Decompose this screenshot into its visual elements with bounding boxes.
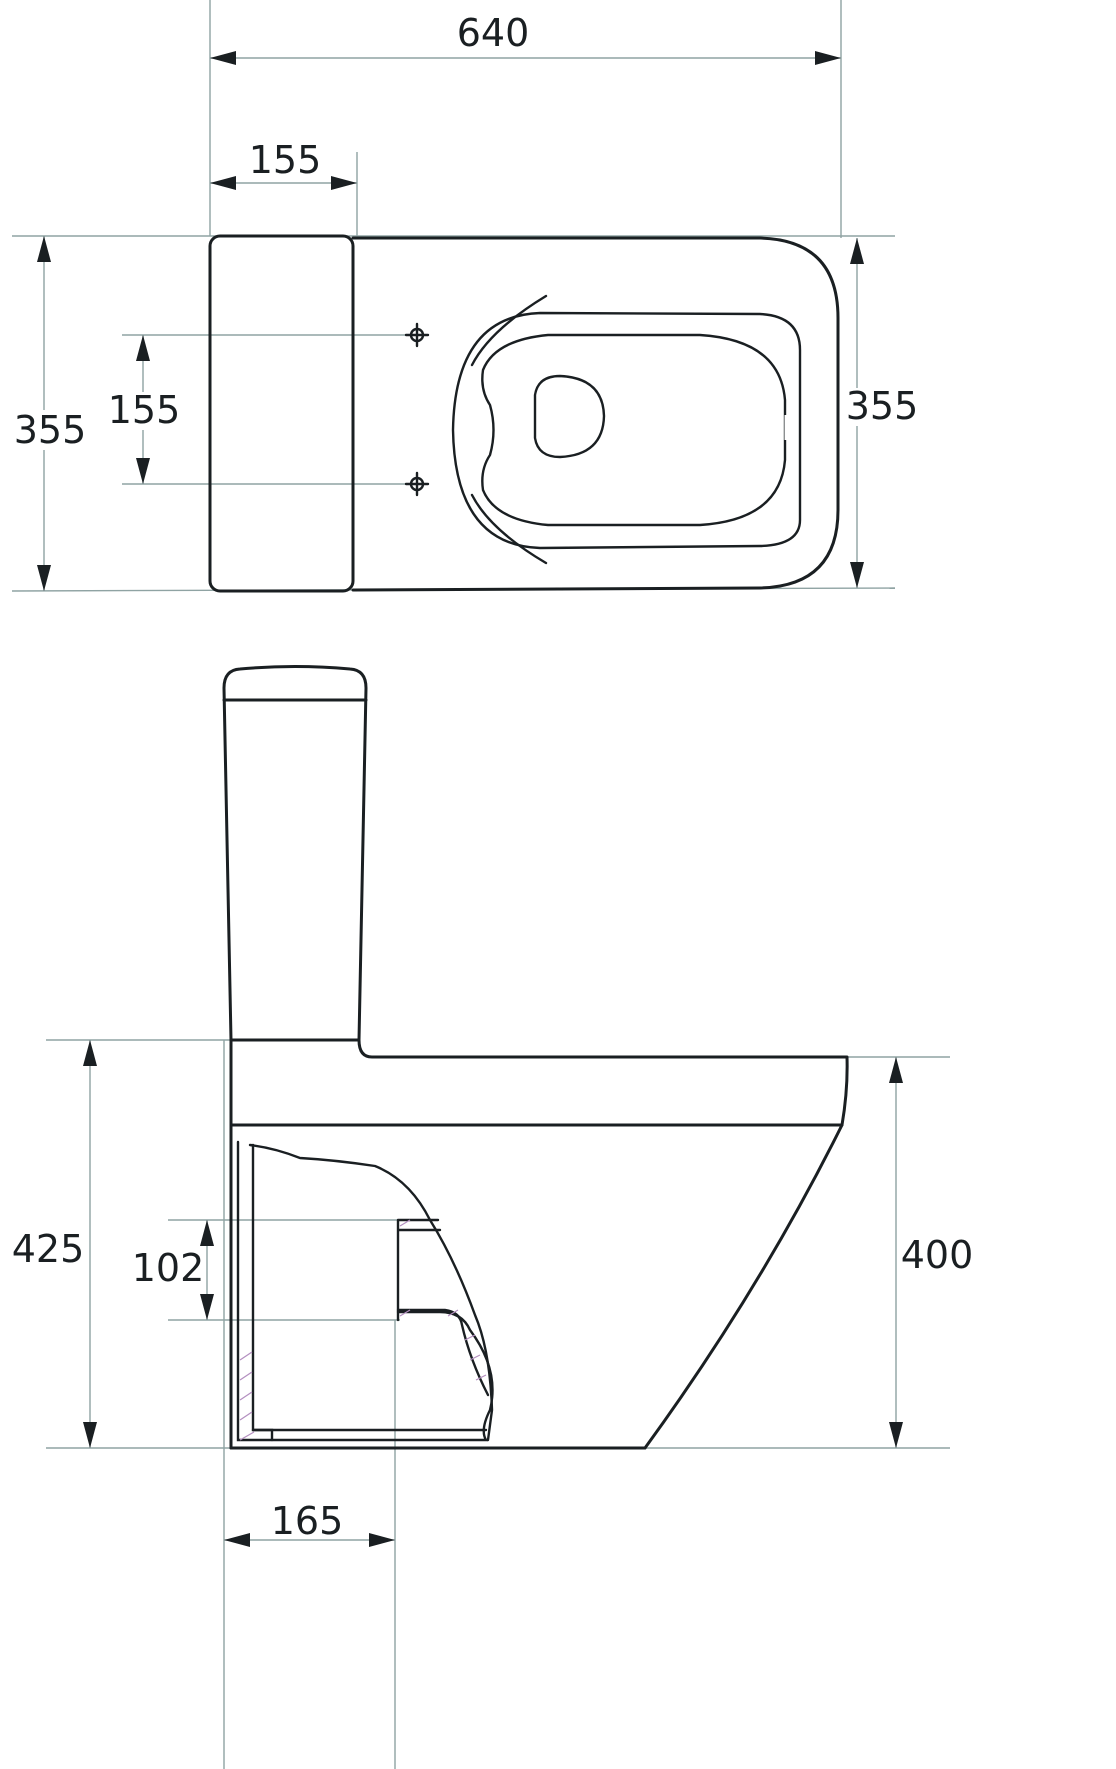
dimension-102: 102	[132, 1220, 214, 1320]
dimension-label: 425	[12, 1227, 85, 1271]
seat-outer-outline	[451, 311, 802, 550]
cistern-side-outline	[222, 665, 368, 1042]
dimension-155-holes: 155	[108, 335, 181, 484]
dimension-label: 102	[132, 1246, 205, 1290]
dimension-640: 640	[210, 11, 841, 65]
side-view: 425 102 400 165	[12, 665, 973, 1769]
fixing-hole-icon	[404, 471, 430, 497]
dimension-label: 155	[249, 138, 322, 182]
seat-inner-outline	[481, 333, 787, 527]
pan-side-outline	[229, 1038, 849, 1450]
dimension-355-left: 355	[12, 236, 86, 591]
dimension-400: 400	[889, 1057, 973, 1448]
dimension-label: 640	[457, 11, 530, 55]
section-hatch	[239, 1219, 487, 1441]
cistern-top-outline	[208, 234, 355, 593]
dimension-155-tank: 155	[210, 138, 357, 190]
dimension-label: 355	[846, 384, 919, 428]
dimension-355-right: 355	[846, 238, 919, 588]
dimension-label: 355	[14, 408, 87, 452]
top-view: 640 155 355 155	[11, 0, 919, 593]
dimension-165: 165	[224, 1499, 395, 1547]
pan-top-outline	[351, 236, 840, 592]
dimension-label: 155	[108, 388, 181, 432]
dimension-label: 165	[271, 1499, 344, 1543]
trapway-section	[236, 1140, 494, 1442]
dimension-425: 425	[12, 1040, 97, 1448]
fixing-hole-icon	[404, 322, 430, 348]
dimension-label: 400	[901, 1233, 974, 1277]
bowl-waterway-outline	[533, 374, 606, 459]
